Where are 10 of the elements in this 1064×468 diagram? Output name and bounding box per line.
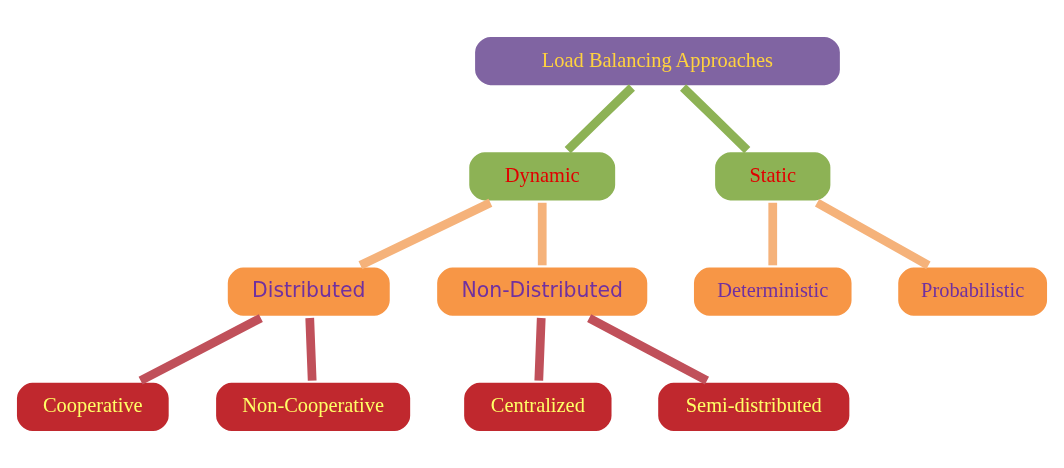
- connector: [537, 202, 547, 266]
- connector: [680, 84, 751, 154]
- connector: [534, 317, 546, 381]
- connector: [305, 317, 317, 381]
- connector: [814, 198, 931, 270]
- connector: [768, 202, 778, 266]
- connector: [358, 198, 493, 270]
- connector: [564, 84, 635, 154]
- connector: [587, 314, 709, 385]
- connector: [138, 314, 263, 385]
